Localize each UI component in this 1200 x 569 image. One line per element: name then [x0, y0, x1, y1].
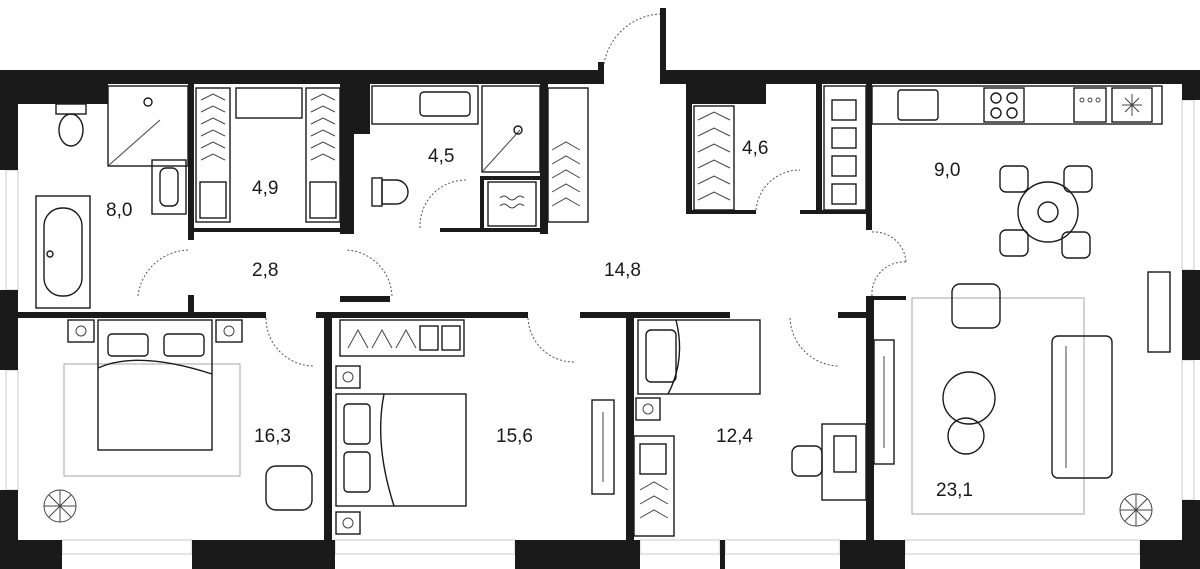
hob-icon	[983, 87, 1025, 123]
plant-icon	[43, 489, 77, 523]
living-room	[873, 271, 1171, 527]
bathroom-1	[35, 85, 189, 309]
bathroom-2	[371, 85, 589, 227]
hanger-icon	[200, 93, 336, 161]
oven-icon	[1073, 87, 1107, 123]
table-icon	[821, 423, 867, 501]
sink-icon	[897, 89, 939, 121]
area-labels: 8,0 4,9 4,5 4,6 9,0 2,8 14,8 16,3 15,6 1…	[106, 138, 973, 501]
doors	[137, 13, 907, 367]
fridge-icon	[1111, 87, 1153, 123]
toilet-icon	[371, 177, 409, 207]
nightstand-icon	[635, 397, 661, 421]
bedroom-1	[43, 319, 313, 523]
area-bedroom-2: 15,6	[496, 426, 533, 447]
bedroom-2	[335, 319, 615, 535]
area-bedroom-3: 12,4	[716, 426, 753, 447]
shower-icon	[481, 85, 541, 173]
armchair-icon	[951, 283, 1001, 329]
area-bathroom-2: 4,5	[428, 146, 454, 167]
area-wardrobe-2: 4,6	[742, 138, 768, 159]
bed-icon	[97, 319, 213, 451]
area-bathroom-1: 8,0	[106, 200, 132, 221]
armchair-icon	[265, 465, 313, 511]
interior-walls	[18, 84, 906, 544]
area-living-room: 23,1	[936, 480, 973, 501]
nightstand-icon	[67, 319, 243, 343]
sink-icon	[151, 159, 187, 215]
sink-icon	[371, 85, 479, 125]
washing-machine-icon	[487, 181, 537, 227]
nightstand-icon	[335, 365, 361, 535]
wardrobe-1	[195, 87, 341, 223]
area-bedroom-1: 16,3	[254, 426, 291, 447]
bedroom-3	[633, 319, 867, 537]
bathtub-icon	[35, 195, 91, 309]
bed-icon	[335, 393, 467, 507]
area-wardrobe-1: 4,9	[252, 178, 278, 199]
kitchen	[871, 85, 1163, 259]
toilet-icon	[55, 103, 87, 147]
area-kitchen: 9,0	[934, 160, 960, 181]
plant-icon	[1119, 493, 1153, 527]
wardrobe-2	[693, 85, 867, 211]
sofa-icon	[1051, 335, 1113, 479]
bed-icon	[637, 319, 761, 395]
armchair-icon	[791, 445, 823, 477]
table-icon	[1017, 181, 1079, 243]
shower-icon	[107, 85, 189, 167]
area-corridor: 14,8	[604, 260, 641, 281]
outer-walls	[0, 8, 1200, 569]
chairs	[999, 165, 1093, 259]
windows	[5, 99, 1195, 555]
area-hall-small: 2,8	[252, 260, 278, 281]
